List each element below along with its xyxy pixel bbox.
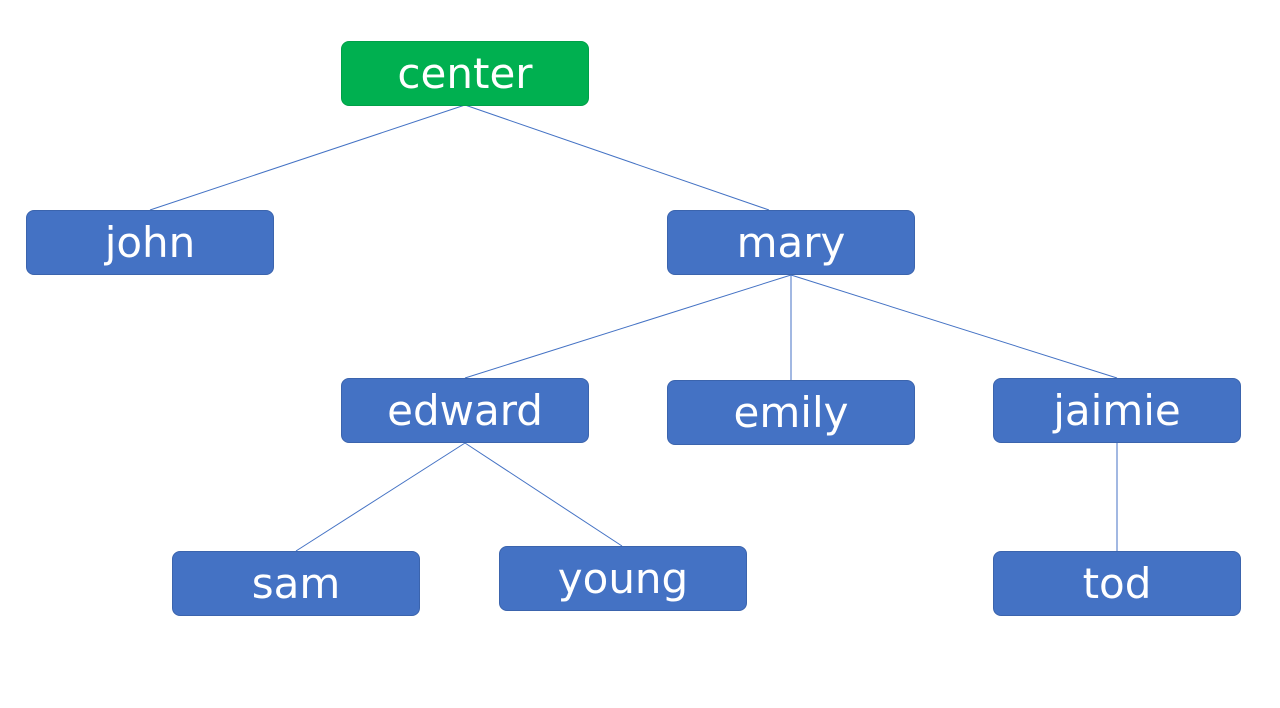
edge-mary-jaimie [790,274,1118,379]
edge-mary-edward [464,274,792,379]
node-edward: edward [341,378,589,443]
node-tod: tod [993,551,1241,616]
node-jaimie: jaimie [993,378,1241,443]
node-sam: sam [172,551,420,616]
node-mary: mary [667,210,915,275]
node-john: john [26,210,274,275]
node-young-label: young [557,553,689,603]
node-tod-label: tod [1082,558,1152,608]
node-emily-label: emily [733,387,849,437]
node-mary-label: mary [736,217,846,267]
edge-center-mary [464,104,770,211]
edge-edward-sam [295,442,466,552]
node-center-label: center [397,48,533,98]
node-emily: emily [667,380,915,445]
node-sam-label: sam [251,558,341,608]
node-center: center [341,41,589,106]
node-young: young [499,546,747,611]
node-jaimie-label: jaimie [1053,385,1181,435]
node-john-label: john [104,217,196,267]
edge-edward-young [464,442,623,547]
node-edward-label: edward [387,385,543,435]
edge-center-john [149,104,466,211]
